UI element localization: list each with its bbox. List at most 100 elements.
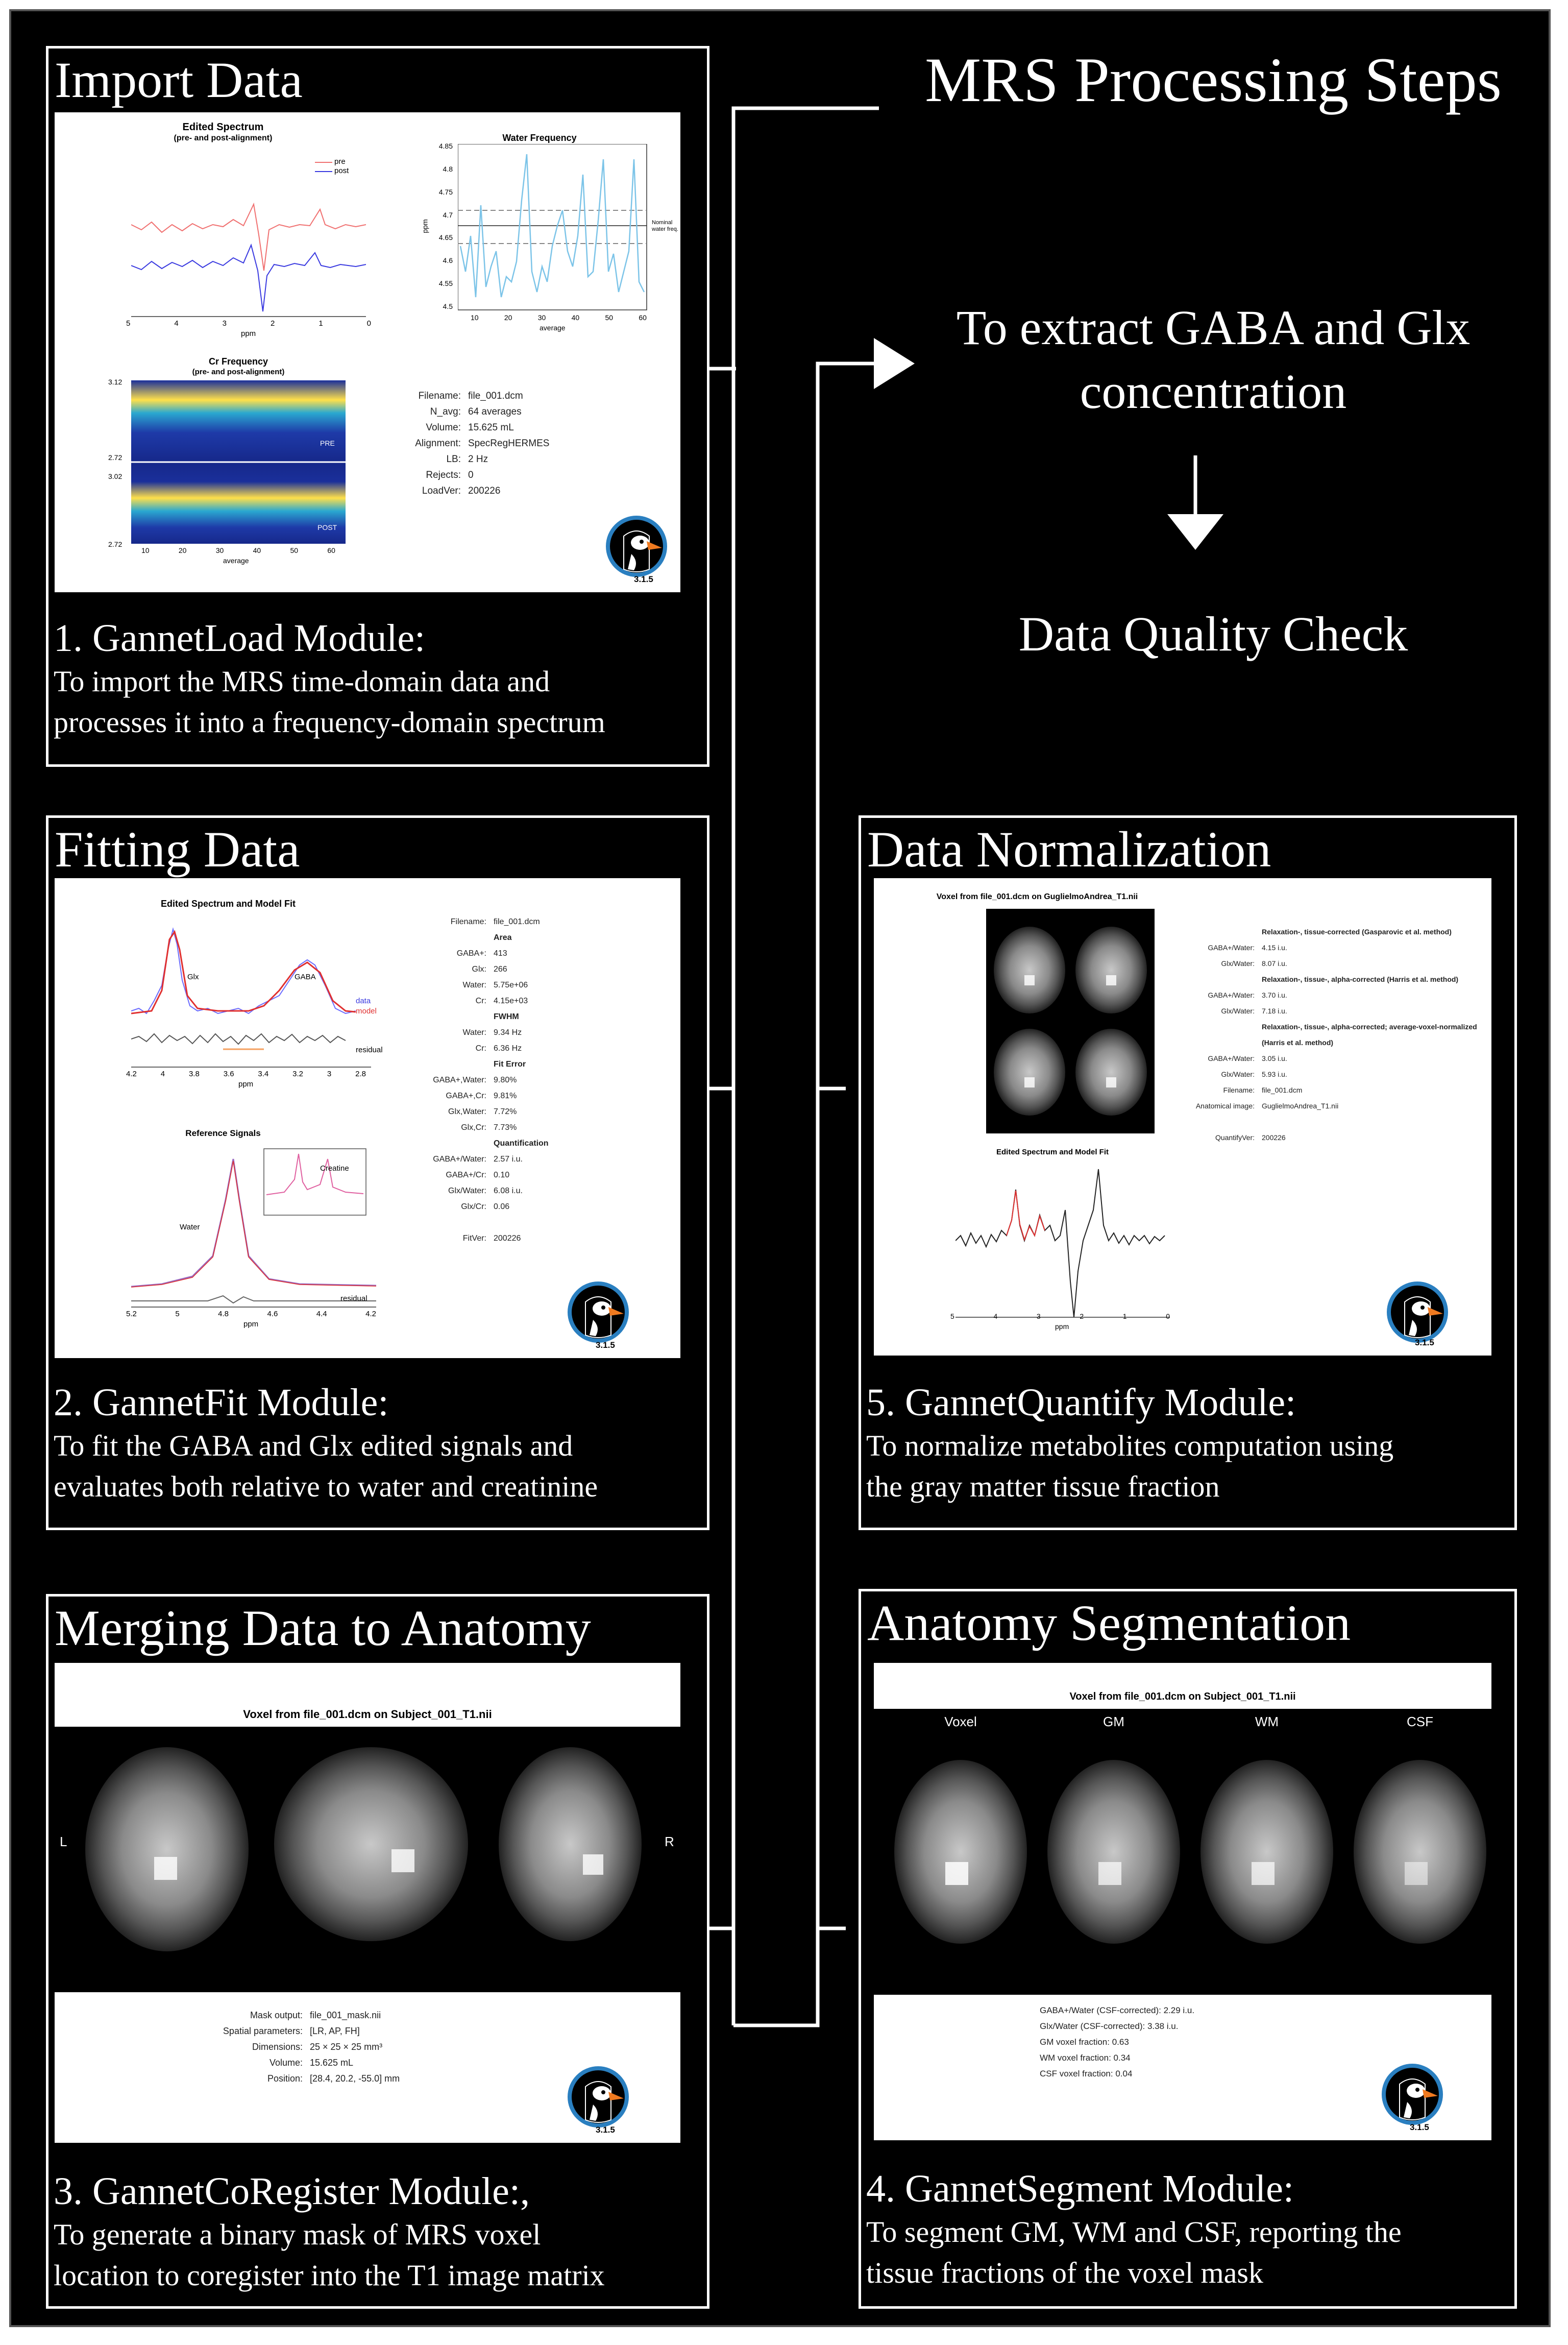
info-row: Position:[28.4, 20.2, -55.0] mm: [208, 2071, 400, 2087]
info-row: GABA+/Water:3.70 i.u.: [1160, 987, 1477, 1003]
info-row: [391, 1215, 549, 1230]
quantify-info-table: Relaxation-, tissue-corrected (Gasparovi…: [1160, 924, 1477, 1146]
version-label: 3.1.5: [1415, 1338, 1434, 1347]
cr-ytick: 3.12: [108, 378, 122, 386]
info-value: 200226: [468, 486, 501, 496]
info-key: [1160, 1114, 1262, 1130]
gannetcoregister-output: Voxel from file_001.dcm on Subject_001_T…: [55, 1663, 680, 2143]
tick: 4: [160, 1070, 165, 1078]
info-value: 15.625 mL: [310, 2058, 354, 2068]
tick: 4: [993, 1312, 998, 1320]
gaba-label: GABA: [295, 973, 316, 981]
info-key: Glx/Water:: [1221, 1007, 1255, 1015]
gannet-puffin-logo: [1384, 1279, 1451, 1348]
info-key: GABA+/Water:: [1208, 1054, 1255, 1062]
info-key: Rejects:: [426, 470, 461, 480]
info-value: 25 × 25 × 25 mm³: [310, 2042, 383, 2052]
info-row: Glx,Water:7.72%: [391, 1104, 549, 1120]
info-key: Dimensions:: [252, 2042, 303, 2052]
info-row: GABA+/Cr:0.10: [391, 1167, 549, 1183]
info-value: CSF voxel fraction: 0.04: [1040, 2069, 1133, 2078]
info-value: [LR, AP, FH]: [310, 2026, 360, 2036]
step-description: To import the MRS time-domain data and p…: [54, 661, 605, 743]
panel-import-data: Import Data Edited Spectrum (pre- and po…: [46, 46, 709, 767]
tick: 50: [290, 546, 299, 554]
desc-line: evaluates both relative to water and cre…: [54, 1470, 598, 1503]
water-label: Water: [180, 1223, 200, 1231]
step-title: 2. GannetFit Module:: [54, 1381, 389, 1424]
info-row: Glx:266: [391, 961, 549, 977]
gannet-puffin-logo: [565, 1279, 631, 1348]
tick: 5: [126, 319, 131, 328]
info-key: [391, 930, 494, 946]
voxel-title: Voxel from file_001.dcm on GuglielmoAndr…: [936, 892, 1138, 901]
info-key: [1160, 1035, 1262, 1051]
info-row: Volume:15.625 mL: [208, 2055, 400, 2071]
goal-text-line2: concentration: [1080, 364, 1347, 419]
tick: 4.55: [438, 279, 453, 288]
residual-label: residual: [356, 1046, 383, 1054]
edited-ppm-ticks: 5 4 3 2 1 0: [126, 319, 371, 328]
info-value: 2 Hz: [468, 454, 488, 465]
edited-spectrum-plot: [131, 202, 366, 317]
info-value: 200226: [494, 1234, 521, 1243]
info-value: 6.36 Hz: [494, 1044, 522, 1053]
info-value: 3.70 i.u.: [1262, 991, 1287, 999]
voxel-title: Voxel from file_001.dcm on Subject_001_T…: [243, 1708, 492, 1721]
desc-line: To generate a binary mask of MRS voxel: [54, 2218, 541, 2251]
info-value: FWHM: [494, 1012, 519, 1021]
info-row: Quantification: [391, 1135, 549, 1151]
info-value: file_001.dcm: [494, 917, 540, 926]
tick: 50: [605, 313, 614, 322]
ref-ppm-label: ppm: [243, 1320, 259, 1328]
info-row: GABA+/Water:2.57 i.u.: [391, 1151, 549, 1167]
info-key: [1160, 924, 1262, 940]
info-row: LB:2 Hz: [366, 451, 549, 467]
info-key: Glx/Water:: [1221, 1070, 1255, 1078]
info-value: 0: [468, 470, 474, 480]
tick: 4.85: [438, 142, 453, 150]
info-key: Filename:: [1223, 1086, 1255, 1094]
tick: 10: [141, 546, 150, 554]
tick: 3.2: [292, 1070, 304, 1078]
step-title: 3. GannetCoRegister Module:,: [54, 2170, 530, 2213]
mri-grid: [986, 909, 1155, 1133]
info-value: file_001_mask.nii: [310, 2010, 381, 2020]
info-key: N_avg:: [430, 406, 461, 417]
tick: 4.75: [438, 187, 453, 196]
edited-spectrum-title: Edited Spectrum: [182, 122, 264, 133]
info-value: GABA+/Water (CSF-corrected): 2.29 i.u.: [1040, 2005, 1195, 2015]
info-row: Cr:4.15e+03: [391, 993, 549, 1009]
info-value: 6.08 i.u.: [494, 1187, 523, 1195]
info-value: WM voxel fraction: 0.34: [1040, 2053, 1131, 2063]
tick: 3: [1036, 1312, 1041, 1320]
panel-title: Fitting Data: [55, 821, 300, 878]
info-key: GABA+,Cr:: [446, 1092, 486, 1100]
info-key: Glx/Water:: [1221, 959, 1255, 968]
info-row: LoadVer:200226: [366, 483, 549, 499]
desc-line: To normalize metabolites computation usi…: [866, 1429, 1394, 1462]
info-key: Glx,Cr:: [461, 1123, 486, 1132]
tick: 40: [571, 313, 580, 322]
info-key: [391, 1056, 494, 1072]
desc-line: the gray matter tissue fraction: [866, 1470, 1220, 1503]
info-row: GABA+,Cr:9.81%: [391, 1088, 549, 1104]
info-value: 413: [494, 949, 507, 958]
info-value: [28.4, 20.2, -55.0] mm: [310, 2073, 400, 2084]
info-value: 64 averages: [468, 406, 522, 417]
info-key: Mask output:: [250, 2010, 303, 2020]
step-description: To segment GM, WM and CSF, reporting the…: [866, 2212, 1402, 2293]
seg-label: WM: [1255, 1714, 1279, 1729]
tick: 3.6: [223, 1070, 234, 1078]
info-key: GABA+,Water:: [433, 1076, 486, 1084]
info-key: Volume:: [426, 422, 461, 433]
info-row: Glx/Cr:0.06: [391, 1199, 549, 1215]
tick: 10: [471, 313, 479, 322]
info-value: GuglielmoAndrea_T1.nii: [1262, 1102, 1339, 1110]
cr-frequency-heatmap: [131, 380, 346, 544]
cr-xlabel: average: [223, 557, 249, 565]
step-description: To fit the GABA and Glx edited signals a…: [54, 1425, 598, 1507]
info-value: file_001.dcm: [1262, 1086, 1303, 1094]
info-row: Filename: file_001.dcm: [1160, 1082, 1477, 1098]
